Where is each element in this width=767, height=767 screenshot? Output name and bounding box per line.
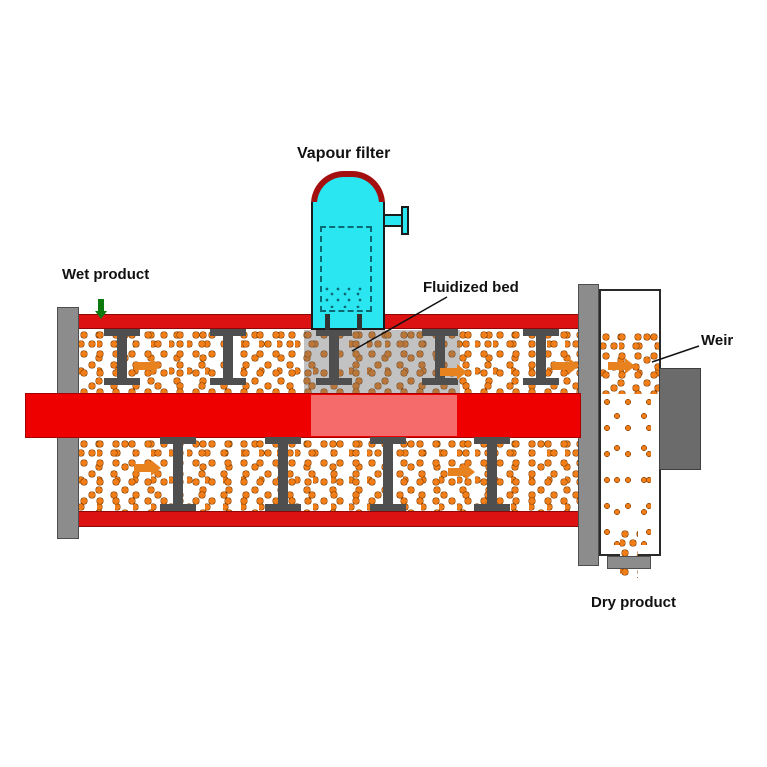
vapour-filter-label: Vapour filter bbox=[297, 145, 391, 162]
filter-element bbox=[320, 226, 372, 312]
baffle bbox=[422, 329, 458, 385]
vapour-outlet-flange bbox=[401, 206, 409, 235]
filter-dome bbox=[311, 171, 385, 204]
outlet-flange bbox=[607, 556, 651, 569]
heated-rotor-shaft bbox=[25, 393, 581, 438]
filter-leg bbox=[357, 314, 362, 330]
upper-particle-bed bbox=[79, 329, 578, 393]
baffle bbox=[370, 437, 406, 511]
dry-product-stream bbox=[620, 528, 638, 578]
baffle bbox=[316, 329, 352, 385]
flow-arrow-icon bbox=[608, 358, 635, 374]
flow-arrow-icon bbox=[448, 464, 475, 480]
filter-leg bbox=[325, 314, 330, 330]
flow-arrow-icon bbox=[552, 358, 579, 374]
vessel-bottom-wall bbox=[66, 511, 580, 527]
baffle bbox=[474, 437, 510, 511]
baffle bbox=[160, 437, 196, 511]
falling-particles bbox=[601, 394, 651, 545]
flow-arrow-icon bbox=[134, 358, 161, 374]
fluidized-bed-label: Fluidized bed bbox=[423, 279, 519, 296]
right-end-plate bbox=[578, 284, 599, 566]
shaft-highlight-overlay bbox=[311, 395, 457, 436]
vapour-outlet-pipe bbox=[383, 214, 403, 227]
vapour-filter-vessel bbox=[311, 202, 385, 330]
inlet-arrow-icon bbox=[95, 311, 107, 319]
wet-product-label: Wet product bbox=[62, 266, 150, 283]
flow-arrow-icon bbox=[440, 364, 467, 380]
flow-arrow-icon bbox=[134, 460, 161, 476]
weir-label: Weir bbox=[701, 332, 734, 349]
baffle bbox=[210, 329, 246, 385]
wet-product-inlet bbox=[98, 299, 104, 311]
baffle bbox=[265, 437, 301, 511]
drive-bearing-block bbox=[659, 368, 701, 470]
baffle bbox=[523, 329, 559, 385]
filter-dust bbox=[324, 286, 368, 308]
dry-product-label: Dry product bbox=[591, 594, 677, 611]
baffle bbox=[104, 329, 140, 385]
